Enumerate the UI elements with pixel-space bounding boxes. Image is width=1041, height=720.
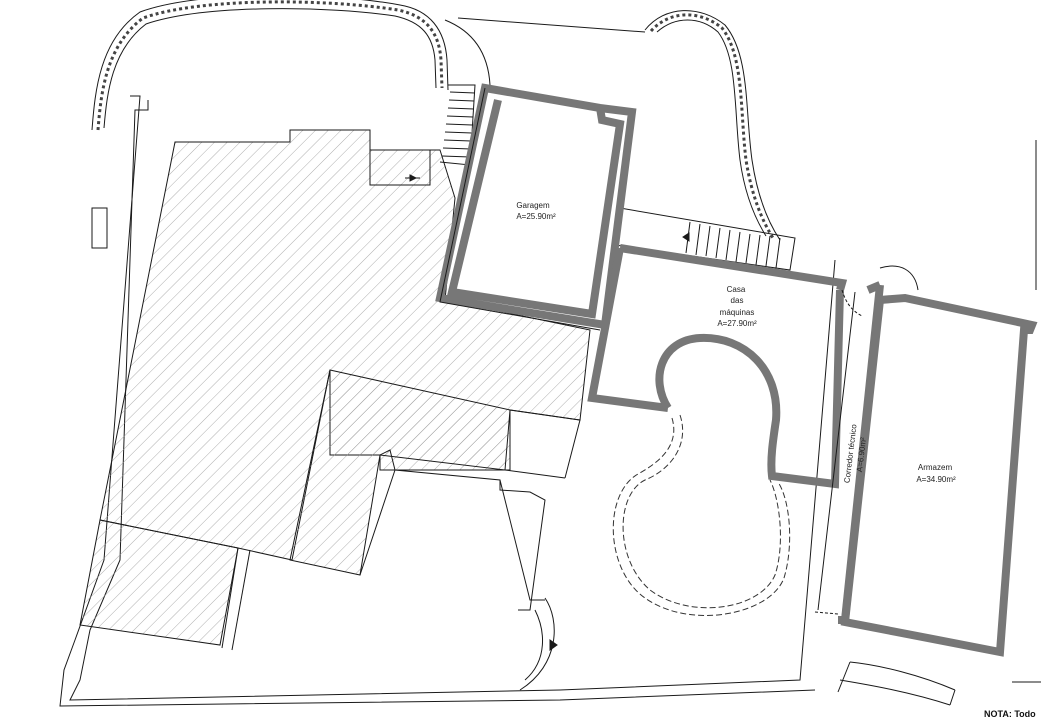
- garage-name: Garagem: [516, 201, 550, 210]
- planter: [837, 661, 1041, 706]
- warehouse-area: A=34.90m²: [916, 475, 956, 484]
- kidney-wall: [655, 289, 844, 489]
- stone-border-left: [91, 0, 449, 131]
- note-text: NOTA: Todo: [984, 709, 1036, 719]
- technical-corridor-area: A=6.90m²: [855, 436, 868, 472]
- garage-walls: [435, 83, 637, 330]
- pool-outline: [612, 414, 791, 616]
- site-boundary: [59, 17, 1037, 707]
- machine-room-name-line1: Casa: [727, 285, 746, 294]
- machine-room-area: A=27.90m²: [717, 319, 757, 328]
- stairs-garage: [369, 84, 476, 186]
- garage-area: A=25.90m²: [516, 212, 556, 221]
- door-swing: [519, 597, 558, 691]
- machine-room-name-line2: das: [731, 296, 744, 305]
- warehouse-walls: [840, 293, 1038, 657]
- machine-room-name-line3: máquinas: [720, 308, 755, 317]
- lower-structure: [221, 409, 581, 651]
- stone-border-right: [644, 10, 781, 241]
- hatched-terrace: [79, 129, 591, 646]
- machine-room-walls: [587, 244, 848, 412]
- warehouse-name: Armazem: [918, 463, 953, 472]
